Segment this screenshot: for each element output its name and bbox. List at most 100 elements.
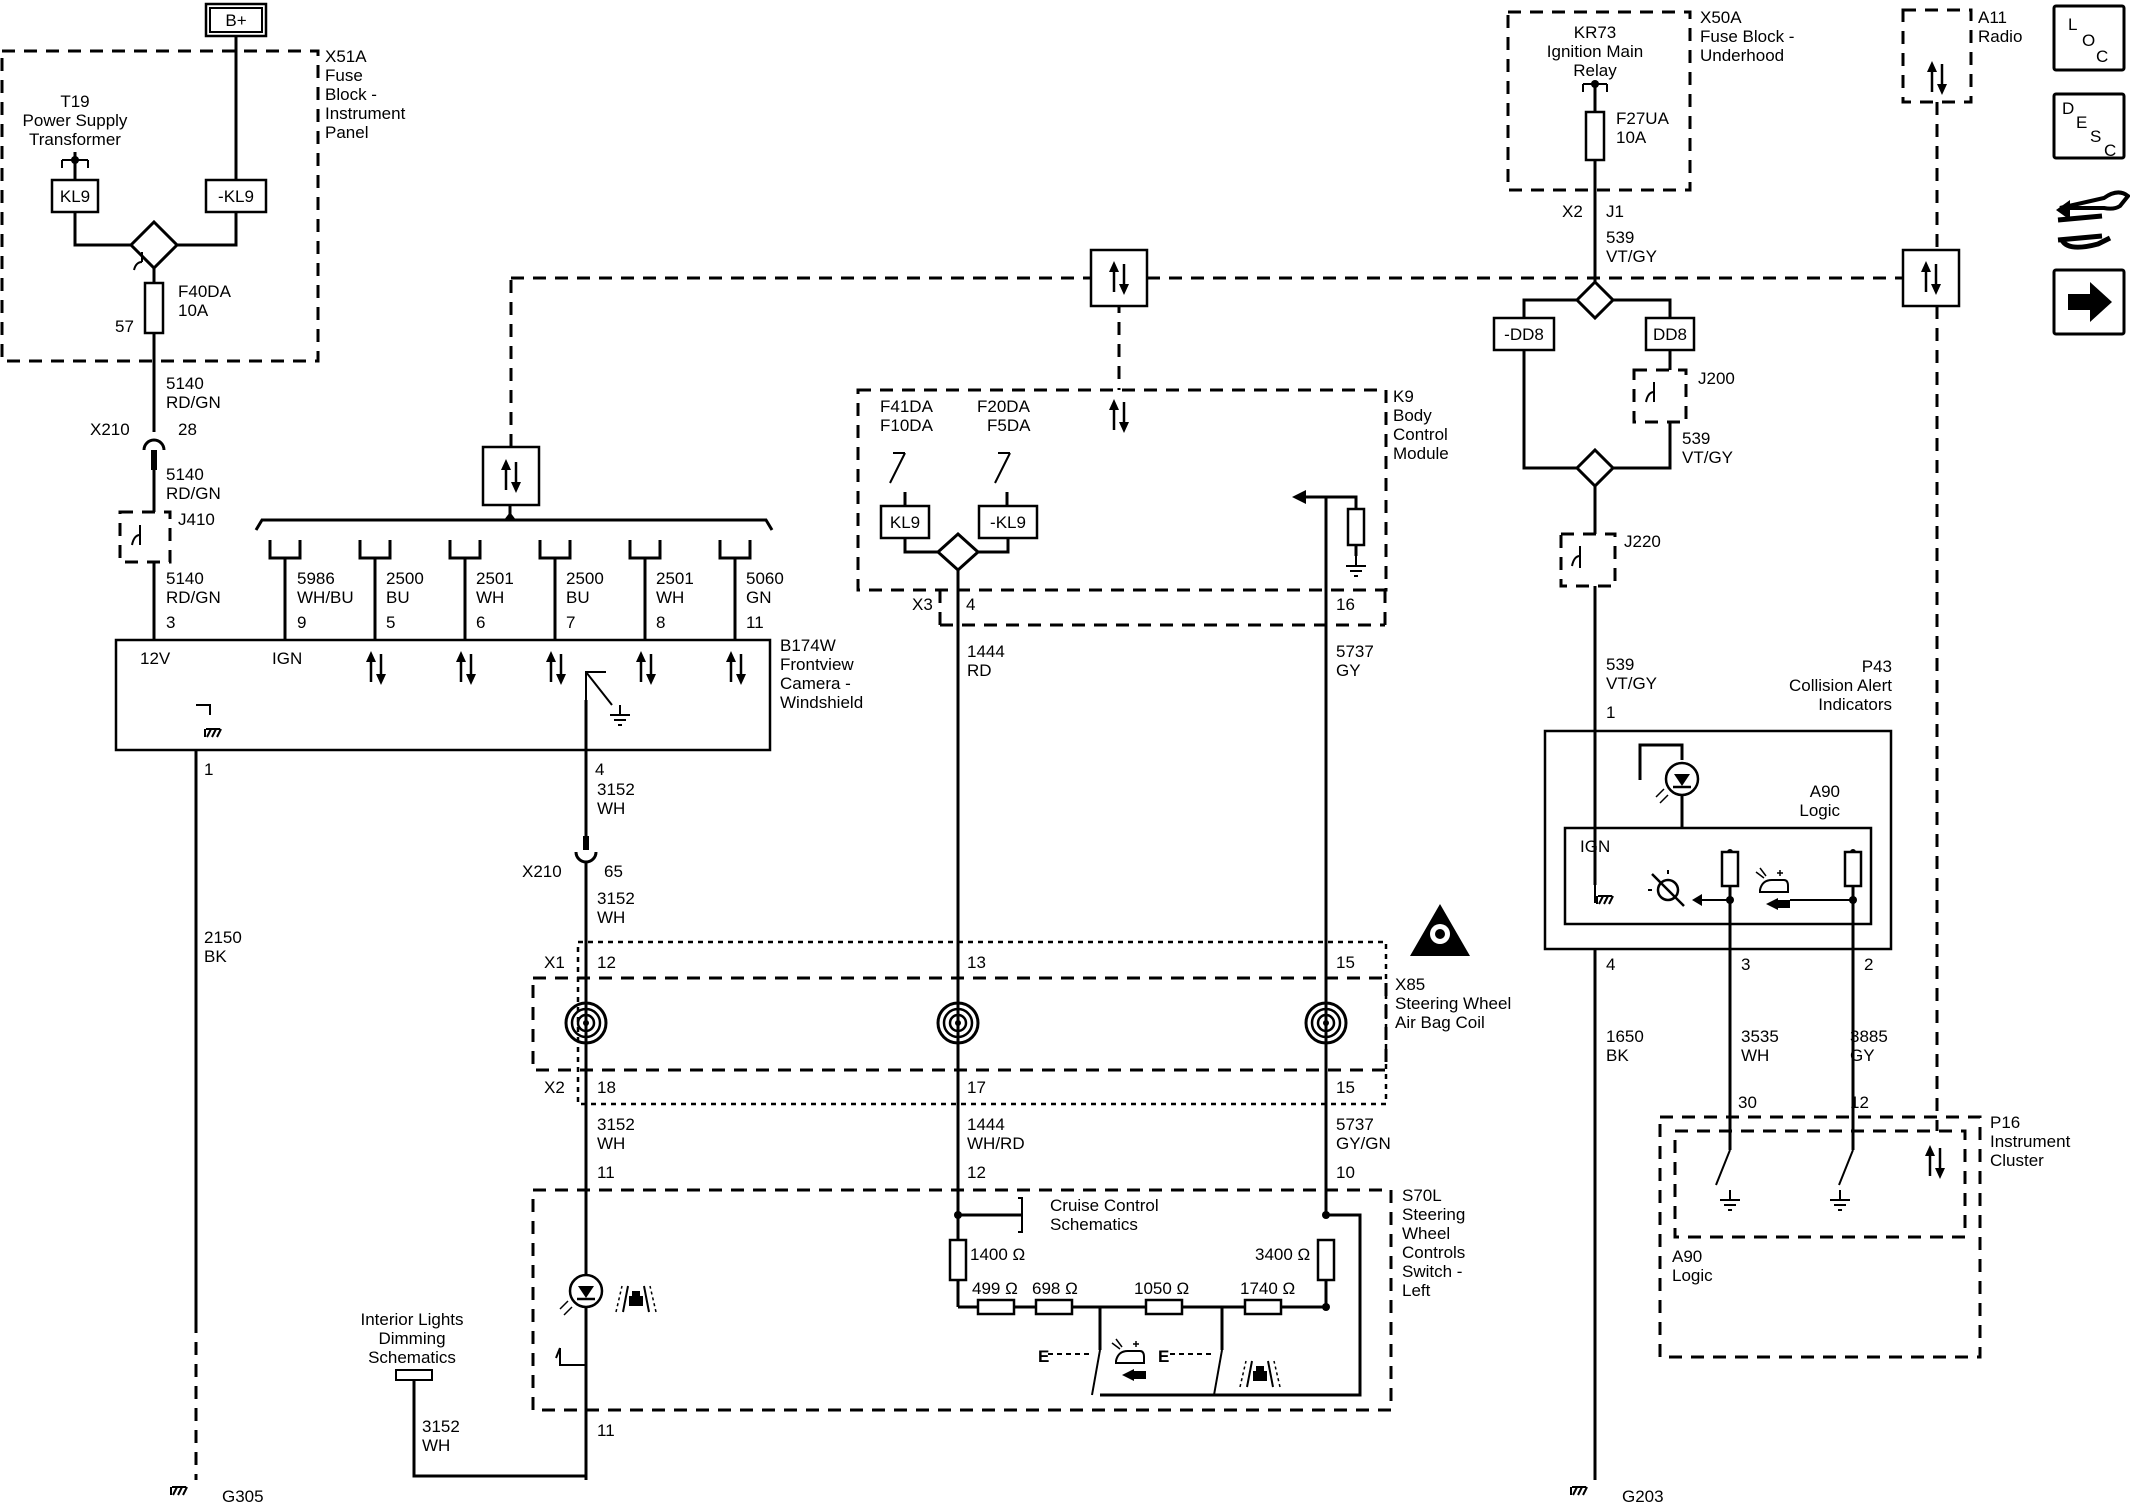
description-view-button[interactable]: D E S C <box>2052 92 2126 160</box>
w2150-circuit: 2150 <box>204 928 242 947</box>
repair-tools-icon[interactable] <box>2056 190 2130 250</box>
j410-label: J410 <box>178 510 215 529</box>
collision-alert-icon <box>1111 1338 1147 1382</box>
brightness-icon <box>1648 870 1685 907</box>
x85-x1: X1 <box>544 953 565 972</box>
r3400-label: 3400 Ω <box>1255 1245 1310 1264</box>
a90-name-0: A90 <box>1810 782 1840 801</box>
w5140-circuit: 5140 <box>166 374 204 393</box>
w1444-circuit: 1444 <box>967 642 1005 661</box>
k9-pin-16: 16 <box>1336 595 1355 614</box>
r1740-label: 1740 Ω <box>1240 1279 1295 1298</box>
b174w-pin-1: 1 <box>204 760 213 779</box>
w539-circuit: 539 <box>1606 228 1634 247</box>
k9-nkl9-box <box>977 504 1039 540</box>
clockspring-coil-icon <box>1304 1001 1348 1045</box>
t19-nkl9: -KL9 <box>218 187 254 206</box>
w5737-color2: GY/GN <box>1336 1134 1391 1153</box>
f40da-pin: 57 <box>115 317 134 336</box>
resistor-1050 <box>1144 1298 1184 1316</box>
w539-circuit-3: 539 <box>1606 655 1634 674</box>
bus5-pin: 11 <box>746 613 764 632</box>
dd8-pos-box <box>1644 316 1696 352</box>
x85-airbag-coil-box <box>576 940 1388 1106</box>
bus4-circuit: 2501 <box>656 569 694 588</box>
w5737-circuit: 5737 <box>1336 642 1374 661</box>
w539-color-2: VT/GY <box>1682 448 1733 467</box>
g203-label: G203 <box>1622 1487 1664 1503</box>
x85-top-pin-0: 12 <box>597 953 616 972</box>
svg-text:C: C <box>2096 47 2108 66</box>
s70l-pin-10: 10 <box>1336 1163 1355 1182</box>
svg-text:D: D <box>2062 99 2074 118</box>
x85-top-pin-2: 15 <box>1336 953 1355 972</box>
resistor-499 <box>976 1298 1016 1316</box>
x210-mid-pin: 65 <box>604 862 623 881</box>
x50a-ref: X50A <box>1700 8 1742 27</box>
s70l-pin-11-top: 11 <box>597 1163 615 1182</box>
a90-name-1: Logic <box>1799 801 1840 820</box>
j410-box <box>118 510 172 564</box>
t19-kl9: KL9 <box>60 187 90 206</box>
svg-text:C: C <box>2104 141 2116 160</box>
k9-kl9: KL9 <box>890 513 920 532</box>
p43-pin-4: 4 <box>1606 955 1615 974</box>
bus0-pin: 9 <box>297 613 306 632</box>
x85-bottom-pin-0: 18 <box>597 1078 616 1097</box>
x50a-name: Fuse Block -Underhood <box>1700 27 1794 65</box>
battery-label: B+ <box>225 11 246 30</box>
w3152-circuit: 3152 <box>597 780 635 799</box>
location-view-button[interactable]: L O C <box>2052 4 2126 72</box>
switch-e-mark: E <box>1158 1347 1169 1366</box>
x85-top-pin-1: 13 <box>967 953 986 972</box>
p16-pin-30: 30 <box>1738 1093 1757 1112</box>
b174w-pin-3: 3 <box>166 613 175 632</box>
w539-color-3: VT/GY <box>1606 674 1657 693</box>
ground-icon <box>1719 1189 1741 1211</box>
x210-mid-ref: X210 <box>522 862 562 881</box>
b174w-ign: IGN <box>272 649 302 668</box>
k9-resistor <box>1346 507 1366 547</box>
j200-label: J200 <box>1698 369 1735 388</box>
f40da-rating: 10A <box>178 301 209 320</box>
bus4-color: WH <box>656 588 684 607</box>
p43-pin-1: 1 <box>1606 703 1615 722</box>
j220-label: J220 <box>1624 532 1661 551</box>
bus3-pin: 7 <box>566 613 575 632</box>
p43-pullup-resistor <box>1720 850 1740 888</box>
a11-bus-bidir-box <box>1901 248 1961 308</box>
w5140-circuit-3: 5140 <box>166 569 204 588</box>
x50a-fuse-block <box>1506 10 1692 192</box>
p16-instrument-cluster <box>1658 1115 1982 1359</box>
splice-diamond <box>935 531 981 573</box>
w1650-color: BK <box>1606 1046 1629 1065</box>
t19-ref: T19 <box>60 92 89 111</box>
svg-text:S: S <box>2090 127 2101 146</box>
bus0-color: WH/BU <box>297 588 354 607</box>
j220-box <box>1559 532 1617 588</box>
resistor-698 <box>1034 1298 1074 1316</box>
next-arrow-button[interactable] <box>2052 268 2126 336</box>
w5140-color-2: RD/GN <box>166 484 221 503</box>
led-indicator-icon <box>558 1273 604 1317</box>
bus1-color: BU <box>386 588 410 607</box>
x51a-ref: X51A <box>325 47 367 66</box>
bus-bidir-box <box>481 445 541 507</box>
w1444-circuit-2: 1444 <box>967 1115 1005 1134</box>
x210-top-pin: 28 <box>178 420 197 439</box>
ground-g203-icon <box>1570 1486 1588 1496</box>
resistor-1740 <box>1243 1298 1283 1316</box>
w3152-color-3: WH <box>597 1134 625 1153</box>
x85-x2: X2 <box>544 1078 565 1097</box>
k9-pin-4: 4 <box>966 595 975 614</box>
w5140-circuit-2: 5140 <box>166 465 204 484</box>
w3535-color: WH <box>1741 1046 1769 1065</box>
j200-box <box>1632 368 1688 424</box>
p43-pin-3: 3 <box>1741 955 1750 974</box>
f27ua-ref: F27UA <box>1616 109 1670 128</box>
clockspring-coil-icon <box>936 1001 980 1045</box>
